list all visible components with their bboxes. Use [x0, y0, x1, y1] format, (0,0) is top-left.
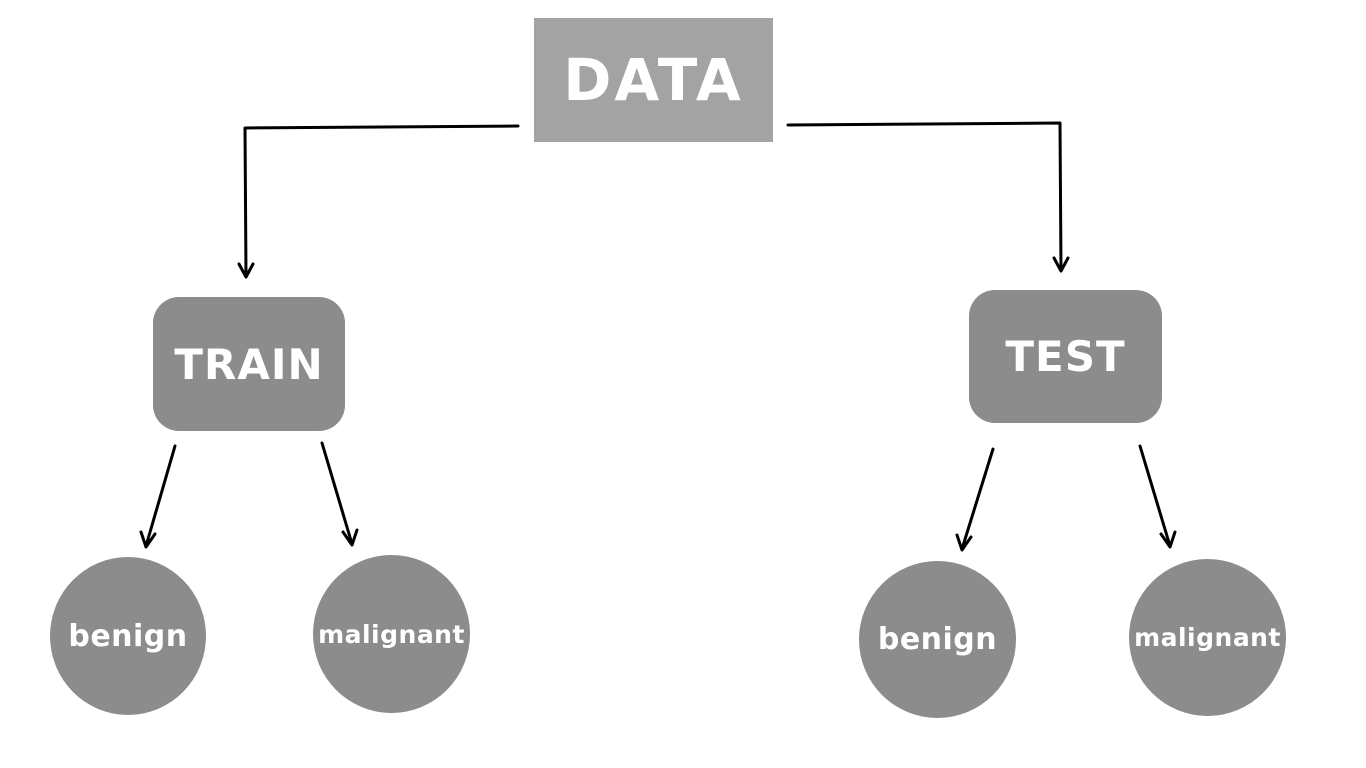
data-node-label: DATA — [563, 46, 744, 114]
test-node-label: TEST — [1005, 332, 1126, 381]
arrow-test-to-benign — [960, 447, 995, 551]
test-benign-node: benign — [859, 561, 1016, 718]
arrow-test-to-malignant-head — [1159, 530, 1177, 549]
arrow-data-to-test-head — [1052, 256, 1070, 273]
train-malignant-node: malignant — [313, 555, 470, 713]
train-benign-node: benign — [50, 557, 206, 715]
test-malignant-label: malignant — [1134, 623, 1281, 652]
test-node: TEST — [969, 290, 1162, 423]
test-benign-label: benign — [877, 622, 998, 657]
arrow-data-to-train-head — [237, 262, 255, 279]
arrow-train-to-malignant — [320, 441, 354, 546]
arrow-train-to-benign — [144, 444, 177, 548]
arrow-test-to-benign-head — [955, 533, 973, 552]
train-benign-label: benign — [68, 618, 188, 654]
data-node: DATA — [534, 18, 773, 142]
arrow-train-to-malignant-head — [341, 528, 359, 547]
arrow-data-to-train — [243, 124, 520, 278]
train-malignant-label: malignant — [318, 619, 465, 649]
train-node-label: TRAIN — [174, 339, 324, 389]
test-malignant-node: malignant — [1129, 559, 1286, 716]
arrow-test-to-malignant — [1138, 444, 1172, 548]
arrow-train-to-benign-head — [139, 530, 157, 549]
train-node: TRAIN — [153, 297, 345, 431]
arrow-data-to-test — [786, 121, 1063, 272]
